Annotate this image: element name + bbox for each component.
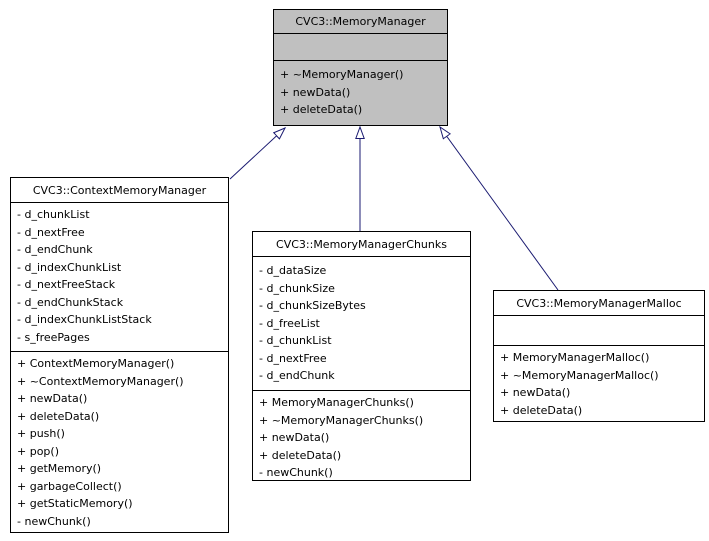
inheritance-arrow-memory-manager-malloc: [439, 125, 559, 291]
class-title: CVC3::MemoryManagerChunks: [276, 237, 447, 251]
methods-compartment: + MemoryManagerMalloc() + ~MemoryManager…: [494, 345, 704, 422]
methods-compartment: + MemoryManagerChunks() + ~MemoryManager…: [253, 390, 470, 481]
attribute: - d_indexChunkListStack: [17, 313, 152, 326]
attribute: - s_freePages: [17, 330, 90, 344]
class-title: CVC3::MemoryManager: [295, 15, 426, 28]
class-box-context-memory-manager[interactable]: CVC3::ContextMemoryManager - d_chunkList…: [10, 177, 229, 533]
method: + ~MemoryManagerChunks(): [259, 413, 424, 427]
attribute: - d_indexChunkList: [17, 260, 122, 274]
method: + ~ContextMemoryManager(): [17, 374, 184, 388]
method: + ~MemoryManager(): [280, 68, 404, 81]
method: + deleteData(): [280, 103, 363, 116]
method: + MemoryManagerChunks(): [259, 396, 414, 409]
methods-compartment: + ContextMemoryManager() + ~ContextMemor…: [11, 351, 228, 533]
class-title: CVC3::ContextMemoryManager: [32, 183, 207, 197]
attribute: - d_nextFree: [17, 225, 85, 239]
method: + ~MemoryManagerMalloc(): [500, 368, 659, 382]
attribute: - d_nextFreeStack: [17, 278, 116, 291]
attributes-compartment-empty: [494, 315, 704, 345]
method: + ContextMemoryManager(): [17, 357, 175, 370]
method: + getStaticMemory(): [17, 497, 133, 510]
attribute: - d_endChunk: [259, 369, 335, 382]
class-box-memory-manager-malloc[interactable]: CVC3::MemoryManagerMalloc + MemoryManage…: [493, 290, 705, 422]
attribute: - d_chunkSizeBytes: [259, 299, 366, 312]
method: + getMemory(): [17, 462, 102, 475]
attribute: - d_endChunkStack: [17, 295, 124, 309]
attribute: - d_nextFree: [259, 351, 327, 365]
class-box-memory-manager[interactable]: CVC3::MemoryManager + ~MemoryManager() +…: [273, 9, 448, 126]
attribute: - d_freeList: [259, 316, 320, 330]
method: + deleteData(): [500, 403, 583, 417]
method: + garbageCollect(): [17, 479, 122, 493]
method: + MemoryManagerMalloc(): [500, 351, 650, 364]
method: + push(): [17, 427, 65, 440]
attributes-compartment: - d_dataSize - d_chunkSize - d_chunkSize…: [253, 256, 470, 390]
method: + newData(): [259, 431, 330, 444]
method: + newData(): [500, 386, 571, 399]
method: - newChunk(): [17, 514, 91, 528]
method: - newChunk(): [259, 466, 333, 479]
attribute: - d_endChunk: [17, 243, 93, 256]
class-box-memory-manager-chunks[interactable]: CVC3::MemoryManagerChunks - d_dataSize -…: [252, 231, 471, 481]
method: + deleteData(): [17, 409, 100, 423]
attribute: - d_chunkList: [259, 334, 332, 347]
attributes-compartment-empty: [274, 33, 447, 60]
method: + newData(): [280, 85, 351, 99]
attributes-compartment: - d_chunkList - d_nextFree - d_endChunk …: [11, 202, 228, 351]
attribute: - d_chunkSize: [259, 281, 335, 295]
class-title: CVC3::MemoryManagerMalloc: [516, 296, 682, 310]
attribute: - d_chunkList: [17, 208, 90, 221]
method: + newData(): [17, 392, 88, 405]
method: + pop(): [17, 444, 59, 458]
inheritance-arrow-context-memory-manager: [229, 127, 287, 180]
methods-compartment: + ~MemoryManager() + newData() + deleteD…: [274, 60, 447, 125]
attribute: - d_dataSize: [259, 264, 327, 277]
method: + deleteData(): [259, 448, 342, 462]
